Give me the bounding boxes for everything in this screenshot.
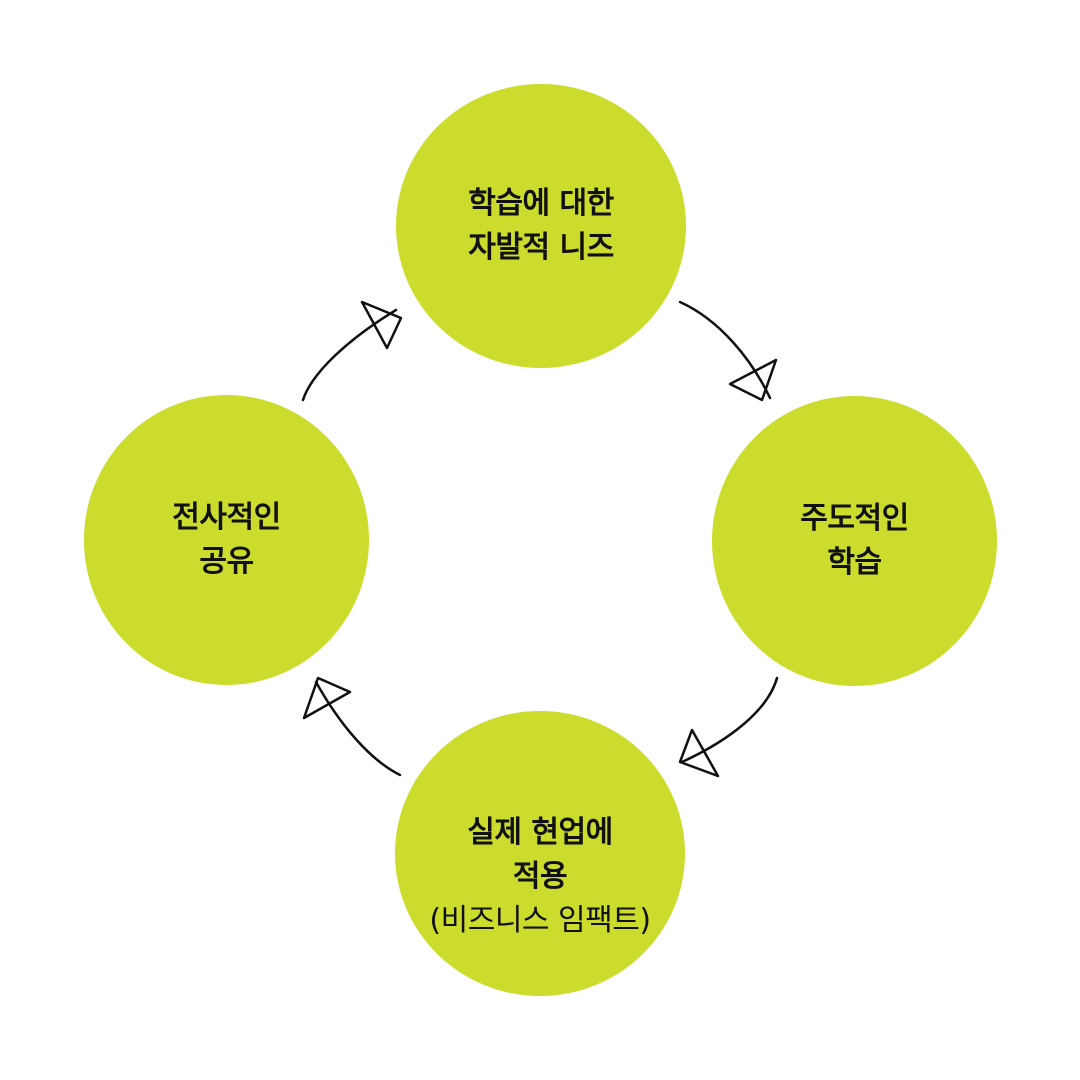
node-top-line1: 학습에 대한 xyxy=(468,186,614,221)
node-right-line1: 주도적인 xyxy=(800,501,909,536)
node-self-directed-learning: 주도적인 학습 xyxy=(712,396,997,686)
arrow-bottom-to-left xyxy=(302,676,402,777)
node-right-line2: 학습 xyxy=(827,545,882,580)
node-top-line2: 자발적 니즈 xyxy=(468,230,614,265)
node-bottom-line3: (비즈니스 임팩트) xyxy=(429,902,651,938)
node-bottom-line2: 적용 xyxy=(512,858,568,894)
node-company-wide-sharing: 전사적인 공유 xyxy=(84,395,369,685)
arrow-top-to-right xyxy=(678,300,778,402)
node-left-line2: 공유 xyxy=(199,544,254,579)
node-left-line1: 전사적인 xyxy=(172,500,281,535)
node-bottom-line1: 실제 현업에 xyxy=(467,814,613,850)
node-apply-to-work: 실제 현업에 적용 (비즈니스 임팩트) xyxy=(395,711,685,996)
arrow-right-to-bottom xyxy=(678,676,779,778)
arrow-left-to-top xyxy=(301,300,403,402)
node-voluntary-needs: 학습에 대한 자발적 니즈 xyxy=(396,84,686,368)
